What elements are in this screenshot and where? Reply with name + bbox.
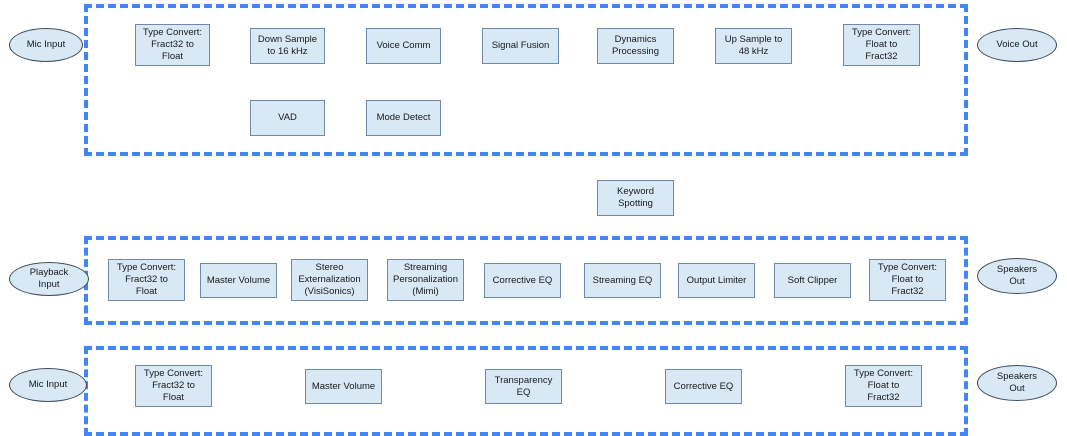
- transparency-type-convert-out-label: Type Convert: Float to Fract32: [853, 368, 914, 403]
- playback-type-convert-in-label: Type Convert: Fract32 to Float: [116, 262, 177, 297]
- playback-soft-clipper[interactable]: Soft Clipper: [774, 263, 851, 298]
- playback-master-volume-label: Master Volume: [206, 274, 271, 286]
- keyword-spotting-label: Keyword Spotting: [617, 186, 654, 209]
- playback-soft-clipper-label: Soft Clipper: [787, 274, 838, 286]
- playback-corrective-eq[interactable]: Corrective EQ: [484, 263, 561, 298]
- voice-type-convert-out-label: Type Convert: Float to Fract32: [851, 27, 912, 62]
- speakers-out-playback[interactable]: Speakers Out: [977, 258, 1057, 294]
- speakers-out-playback-label: Speakers Out: [996, 264, 1038, 287]
- voice-type-convert-out[interactable]: Type Convert: Float to Fract32: [843, 24, 920, 66]
- playback-streaming-personalization-label: Streaming Personalization (Mimi): [393, 262, 458, 297]
- playback-stereo-externalization[interactable]: Stereo Externalization (VisiSonics): [291, 259, 368, 301]
- voice-dynamics-processing-label: Dynamics Processing: [612, 34, 659, 57]
- voice-type-convert-in[interactable]: Type Convert: Fract32 to Float: [135, 24, 210, 66]
- voice-out-label: Voice Out: [996, 39, 1038, 50]
- playback-streaming-eq-label: Streaming EQ: [592, 274, 653, 286]
- voice-mode-detect[interactable]: Mode Detect: [366, 100, 441, 136]
- mic-input-voice[interactable]: Mic Input: [9, 28, 83, 62]
- playback-streaming-eq[interactable]: Streaming EQ: [584, 263, 661, 298]
- playback-output-limiter[interactable]: Output Limiter: [678, 263, 755, 298]
- mic-input-voice-label: Mic Input: [26, 39, 66, 50]
- playback-type-convert-in[interactable]: Type Convert: Fract32 to Float: [108, 259, 185, 301]
- voice-vad[interactable]: VAD: [250, 100, 325, 136]
- voice-comm-label: Voice Comm: [376, 40, 431, 51]
- playback-streaming-personalization[interactable]: Streaming Personalization (Mimi): [387, 259, 464, 301]
- voice-dynamics-processing[interactable]: Dynamics Processing: [597, 28, 674, 64]
- voice-up-sample-label: Up Sample to 48 kHz: [724, 34, 783, 57]
- transparency-corrective-eq-label: Corrective EQ: [673, 380, 734, 392]
- voice-vad-label: VAD: [278, 112, 297, 123]
- voice-signal-fusion[interactable]: Signal Fusion: [482, 28, 559, 64]
- playback-type-convert-out[interactable]: Type Convert: Float to Fract32: [869, 259, 946, 301]
- playback-type-convert-out-label: Type Convert: Float to Fract32: [877, 262, 938, 297]
- playback-corrective-eq-label: Corrective EQ: [492, 274, 553, 286]
- voice-out[interactable]: Voice Out: [977, 28, 1057, 62]
- voice-mode-detect-label: Mode Detect: [376, 112, 431, 123]
- playback-input[interactable]: Playback Input: [9, 262, 89, 296]
- playback-input-label: Playback Input: [29, 267, 69, 290]
- voice-down-sample[interactable]: Down Sample to 16 kHz: [250, 28, 325, 64]
- playback-output-limiter-label: Output Limiter: [686, 274, 747, 286]
- transparency-corrective-eq[interactable]: Corrective EQ: [665, 369, 742, 404]
- mic-input-transparency-label: Mic Input: [28, 379, 68, 390]
- playback-stereo-externalization-label: Stereo Externalization (VisiSonics): [298, 262, 361, 297]
- speakers-out-transparency[interactable]: Speakers Out: [977, 365, 1057, 401]
- speakers-out-transparency-label: Speakers Out: [996, 371, 1038, 394]
- mic-input-transparency[interactable]: Mic Input: [9, 368, 87, 402]
- transparency-type-convert-out[interactable]: Type Convert: Float to Fract32: [845, 365, 922, 407]
- voice-comm[interactable]: Voice Comm: [366, 28, 441, 64]
- transparency-master-volume-label: Master Volume: [311, 380, 376, 392]
- transparency-eq[interactable]: Transparency EQ: [485, 369, 562, 404]
- transparency-master-volume[interactable]: Master Volume: [305, 369, 382, 404]
- voice-down-sample-label: Down Sample to 16 kHz: [257, 34, 318, 57]
- voice-signal-fusion-label: Signal Fusion: [491, 40, 550, 51]
- voice-up-sample[interactable]: Up Sample to 48 kHz: [715, 28, 792, 64]
- transparency-eq-label: Transparency EQ: [494, 374, 553, 398]
- voice-pipeline-region: [84, 4, 968, 156]
- playback-master-volume[interactable]: Master Volume: [200, 263, 277, 298]
- voice-type-convert-in-label: Type Convert: Fract32 to Float: [142, 27, 203, 62]
- transparency-type-convert-in-label: Type Convert: Fract32 to Float: [143, 368, 204, 403]
- keyword-spotting[interactable]: Keyword Spotting: [597, 180, 674, 216]
- transparency-type-convert-in[interactable]: Type Convert: Fract32 to Float: [135, 365, 212, 407]
